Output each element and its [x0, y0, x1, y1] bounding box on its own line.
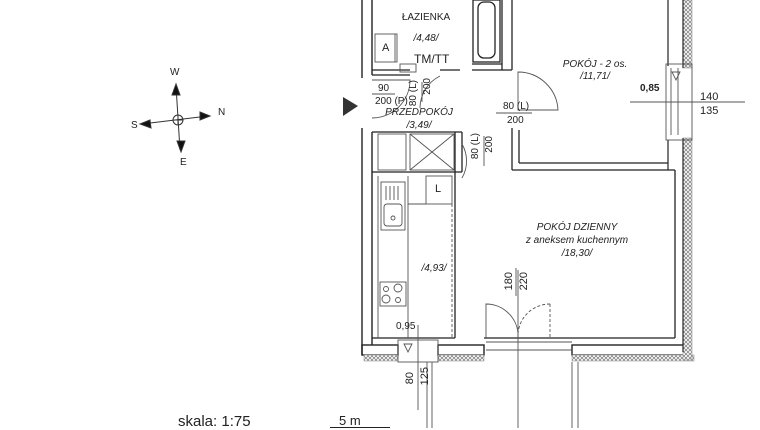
bedroom-door-height: 200 [507, 115, 524, 126]
bedroom-window-width: 140 [700, 91, 719, 103]
kitchen-door-width: 80 (L) [470, 133, 481, 160]
room-name-bedroom: POKÓJ - 2 os. [562, 59, 628, 70]
compass-south: S [131, 120, 138, 131]
entrance-door-width: 90 [378, 83, 390, 94]
room-subtitle-living: z aneksem kuchennym [525, 235, 629, 246]
bedroom-window-height: 135 [700, 105, 719, 117]
balcony-door-height: 220 [518, 272, 530, 291]
compass-west: W [170, 67, 180, 78]
room-area-bathroom: /4,48/ [413, 33, 439, 44]
entrance-door-height: 200 (P) [375, 96, 408, 107]
room-area-kitchen: /4,93/ [421, 263, 447, 274]
balcony-door-width: 180 [503, 272, 515, 291]
washer-dryer-label: TM/TT [414, 52, 450, 66]
scale-bar-label: 5 m [339, 413, 361, 428]
room-name-living: POKÓJ DZIENNY [536, 222, 618, 233]
compass-rose [138, 82, 212, 154]
room-area-bedroom: /11,71/ [580, 71, 610, 82]
kitchen-window-sill: 0,95 [396, 321, 416, 332]
compass-north: N [218, 107, 226, 118]
bedroom-door-width: 80 (L) [503, 101, 530, 112]
room-area-living: /18,30/ [561, 248, 593, 259]
entrance-arrow-icon [343, 97, 358, 116]
fridge-label: L [435, 183, 442, 195]
kitchen-window-height: 125 [419, 367, 431, 386]
kitchen-door-height: 200 [484, 136, 495, 153]
bathroom-door-width: 80 (L) [408, 80, 419, 107]
scale-label: skala: 1:75 [178, 413, 251, 430]
water-heater-label: A [382, 42, 390, 54]
bedroom-window-sill: 0,85 [640, 83, 660, 94]
room-name-bathroom: ŁAZIENKA [401, 12, 451, 23]
room-name-hallway: PRZEDPOKÓJ [385, 107, 453, 118]
compass-east: E [180, 157, 187, 168]
kitchen-window-width: 80 [404, 372, 416, 385]
room-area-hallway: /3,49/ [406, 120, 432, 131]
bathroom-door-height: 200 [422, 78, 433, 95]
